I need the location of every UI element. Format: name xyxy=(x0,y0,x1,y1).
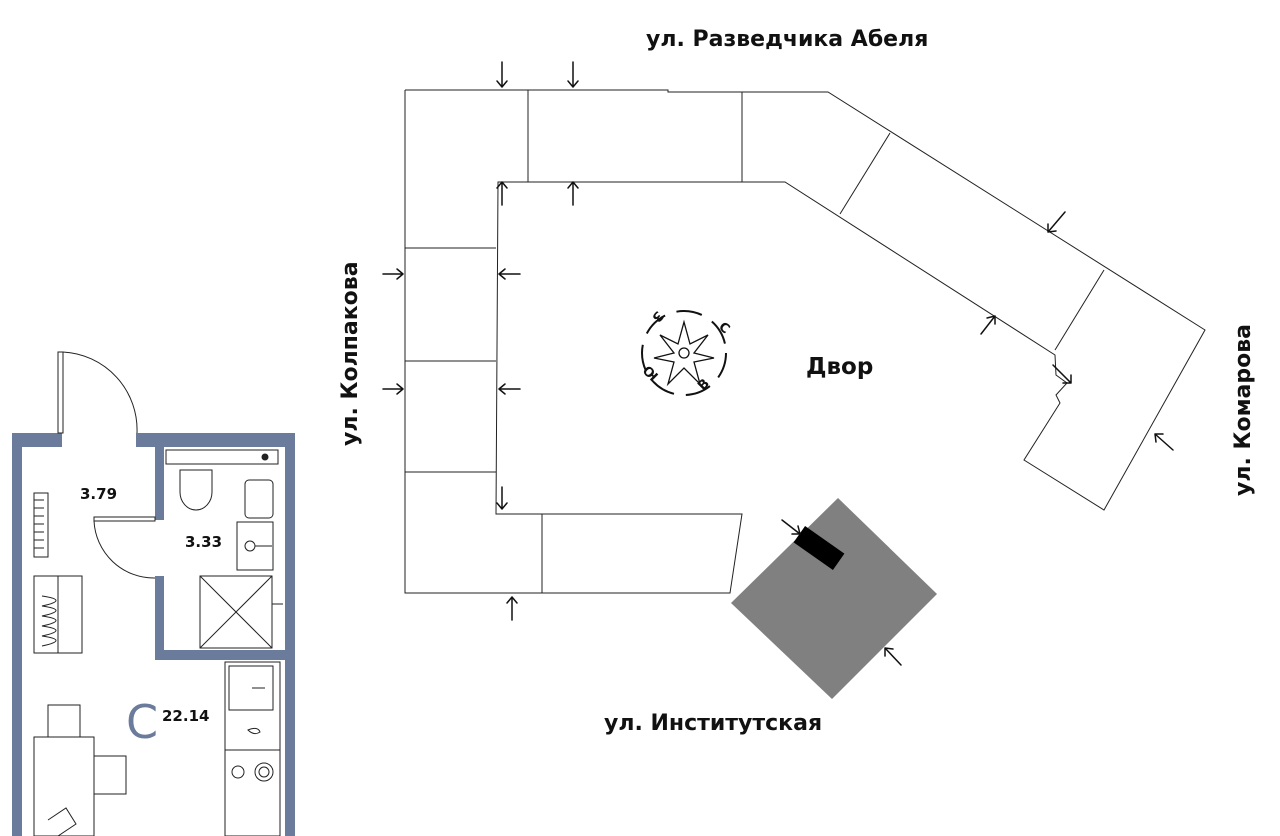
street-south: ул. Институтская xyxy=(604,711,822,736)
compass-rose: С В Ю З xyxy=(640,308,732,396)
entry-door xyxy=(57,351,138,434)
apartment-plan: 3.79 3.33 С 22.14 xyxy=(12,351,295,836)
compass-east: В xyxy=(695,376,713,394)
bath-area: 3.33 xyxy=(185,533,222,551)
entrance-arrows xyxy=(382,61,1174,666)
compass-north: С xyxy=(715,320,732,338)
chair-icon xyxy=(47,704,81,738)
table-icon xyxy=(33,736,95,836)
apartment-type-letter: С xyxy=(126,695,158,749)
kitchen-counter-icon xyxy=(224,661,281,836)
hall-area: 3.79 xyxy=(80,485,117,503)
highlighted-building[interactable] xyxy=(731,498,937,699)
courtyard-label: Двор xyxy=(806,354,873,380)
toilet-icon xyxy=(179,469,213,511)
street-east: ул. Комарова xyxy=(1231,324,1256,496)
street-west: ул. Колпакова xyxy=(338,261,363,446)
apartment-walls xyxy=(12,433,295,836)
sink-icon xyxy=(236,521,274,571)
compass-star-icon xyxy=(653,319,715,387)
compass-west: З xyxy=(648,308,665,325)
bathroom-fixtures xyxy=(165,449,283,649)
shower-tray-icon xyxy=(199,575,283,649)
washing-machine-icon xyxy=(244,479,274,519)
total-area: 22.14 xyxy=(162,707,209,725)
street-north: ул. Разведчика Абеля xyxy=(646,27,928,52)
radiator-icon xyxy=(33,492,49,558)
entrance-marker xyxy=(793,526,845,570)
residential-block-outline xyxy=(404,89,1206,594)
room-furniture xyxy=(33,492,281,836)
bathroom-door xyxy=(93,516,156,579)
